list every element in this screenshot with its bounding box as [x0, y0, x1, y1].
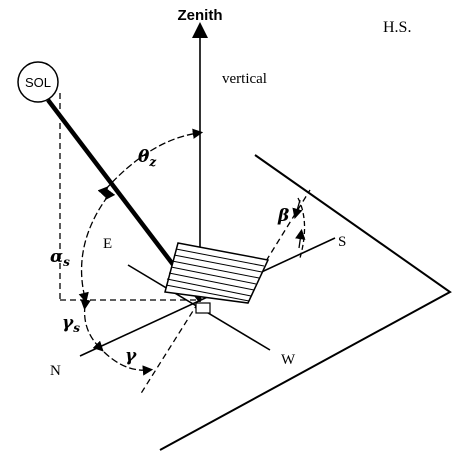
alpha-s-label: αs [50, 247, 70, 269]
north-label: N [50, 363, 61, 379]
west-label: W [281, 352, 296, 368]
south-label: S [338, 234, 346, 250]
gamma-arc [103, 351, 154, 376]
support-block [195, 302, 211, 314]
gamma-s-label: γs [62, 313, 80, 335]
sun-label: SOL [25, 75, 51, 90]
beta-arrow-bottom [295, 228, 306, 249]
gamma-label: γ [125, 346, 137, 366]
east-label: E [103, 236, 112, 252]
surface-normal-projection [139, 302, 199, 396]
gamma-s-arc [80, 299, 104, 352]
hs-label: H.S. [383, 19, 411, 36]
theta-z-arc [97, 128, 204, 198]
ground-plane [159, 154, 452, 451]
alpha-s-arc [78, 188, 116, 304]
vertical-label: vertical [222, 71, 267, 87]
zenith-label: Zenith [178, 7, 223, 24]
collector-plate [164, 242, 270, 304]
sun-circle [17, 61, 59, 103]
beta-arrow-top [292, 199, 303, 219]
theta-z-label: θz [138, 147, 157, 169]
beta-label: β [277, 206, 289, 226]
